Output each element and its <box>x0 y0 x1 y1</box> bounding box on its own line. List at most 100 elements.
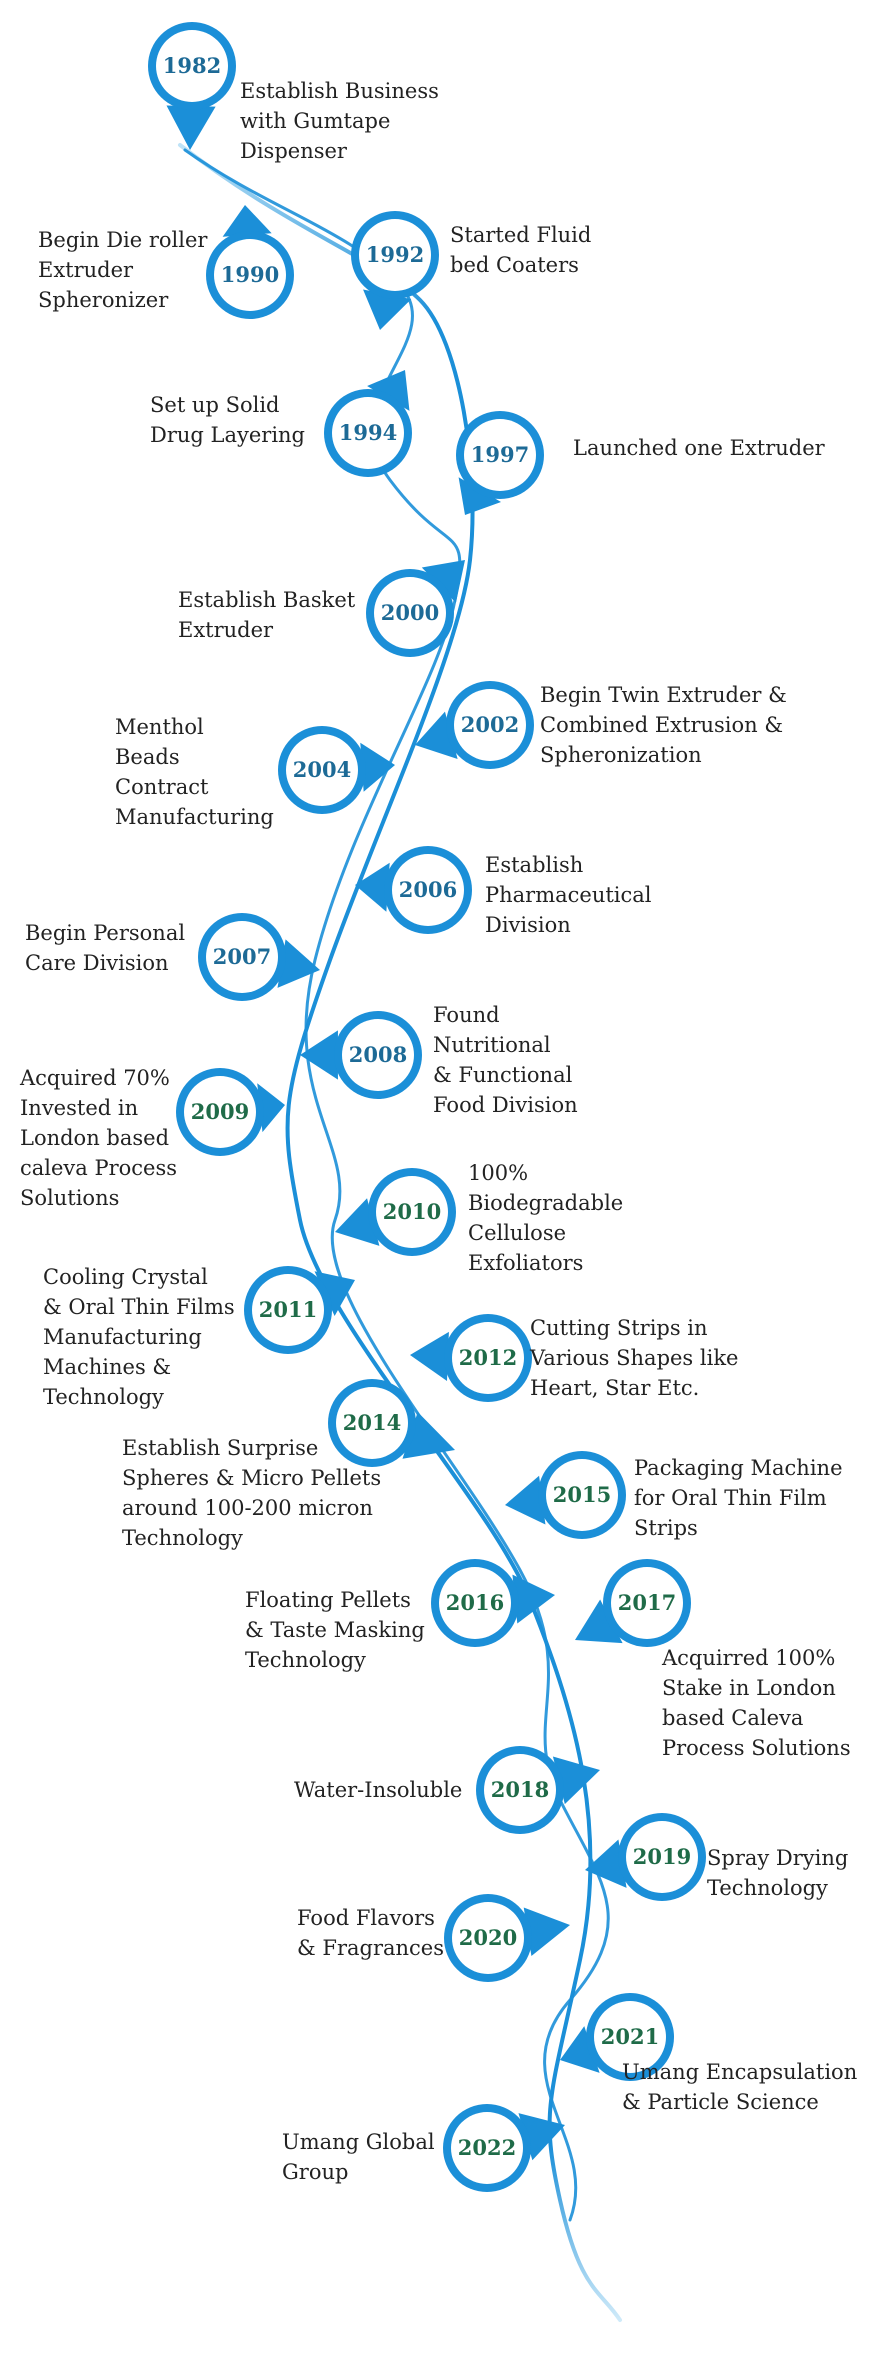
marker-tail <box>523 1907 570 1956</box>
year-marker-1997: 1997 <box>456 411 544 515</box>
milestone-text-2006: Establish Pharmaceutical Division <box>485 853 652 937</box>
year-label: 1982 <box>163 53 221 78</box>
marker-tail <box>585 1839 627 1888</box>
milestone-text-2021: Umang Encapsulation & Particle Science <box>622 2060 858 2114</box>
marker-face <box>374 577 446 649</box>
year-label: 2017 <box>618 1590 676 1615</box>
marker-tail <box>552 1756 600 1805</box>
marker-face <box>464 419 536 491</box>
milestone-text-1990: Begin Die roller Extruder Spheronizer <box>38 228 208 312</box>
milestone-text-2020: Food Flavors & Fragrances <box>297 1906 444 1960</box>
marker-face <box>376 1176 448 1248</box>
marker-tail <box>300 1030 338 1080</box>
marker-tail <box>410 1331 449 1382</box>
year-marker-2020: 2020 <box>444 1894 570 1982</box>
year-label: 2011 <box>259 1297 317 1322</box>
marker-tail <box>277 939 320 988</box>
marker-face <box>484 1754 556 1826</box>
marker-tail <box>367 370 410 411</box>
year-marker-2017: 2017 <box>575 1559 691 1647</box>
year-marker-1994: 1994 <box>324 370 412 477</box>
marker-tail <box>421 560 465 603</box>
marker-tail <box>505 1475 546 1525</box>
year-marker-2011: 2011 <box>244 1266 355 1354</box>
year-marker-2022: 2022 <box>443 2104 565 2192</box>
year-label: 1994 <box>339 420 397 445</box>
year-marker-1982: 1982 <box>148 22 236 150</box>
year-label: 2012 <box>459 1345 517 1370</box>
milestone-text-2011: Cooling Crystal & Oral Thin Films Manufa… <box>43 1265 235 1409</box>
year-label: 2004 <box>293 757 351 782</box>
milestone-text-2022: Umang Global Group <box>282 2130 435 2184</box>
year-label: 2007 <box>213 944 271 969</box>
year-marker-1992: 1992 <box>351 211 439 330</box>
year-label: 2008 <box>349 1042 407 1067</box>
year-label: 2015 <box>553 1482 611 1507</box>
milestone-text-2016: Floating Pellets & Taste Masking Technol… <box>245 1588 425 1672</box>
milestone-text-2019: Spray Drying Technology <box>707 1846 849 1900</box>
marker-face <box>452 1322 524 1394</box>
year-label: 2019 <box>633 1844 691 1869</box>
marker-face <box>392 854 464 926</box>
marker-tail <box>575 1599 623 1644</box>
milestone-text-1982: Establish Business with Gumtape Dispense… <box>240 79 439 163</box>
marker-face <box>252 1274 324 1346</box>
year-label: 2009 <box>191 1099 249 1124</box>
year-marker-2008: 2008 <box>300 1011 422 1099</box>
marker-face <box>342 1019 414 1091</box>
year-label: 1997 <box>471 442 529 467</box>
marker-face <box>332 397 404 469</box>
year-label: 2016 <box>446 1590 504 1615</box>
year-label: 1992 <box>366 242 424 267</box>
marker-face <box>184 1076 256 1148</box>
marker-face <box>156 30 228 102</box>
marker-face <box>546 1459 618 1531</box>
year-marker-2021: 2021 <box>560 1993 674 2081</box>
marker-tail <box>458 477 502 515</box>
milestone-text-2009: Acquired 70% Invested in London based ca… <box>20 1066 178 1210</box>
marker-face <box>594 2001 666 2073</box>
marker-tail <box>222 205 272 237</box>
year-marker-2015: 2015 <box>505 1451 626 1539</box>
marker-tail <box>360 742 395 792</box>
milestone-text-2000: Establish Basket Extruder <box>178 588 356 642</box>
milestone-text-2017: Acquirred 100% Stake in London based Cal… <box>662 1646 851 1760</box>
milestone-text-2008: Found Nutritional & Functional Food Divi… <box>433 1003 578 1117</box>
year-marker-2012: 2012 <box>410 1314 532 1402</box>
year-marker-2014: 2014 <box>328 1379 455 1467</box>
year-label: 1990 <box>221 262 279 287</box>
marker-face <box>452 1902 524 1974</box>
milestone-text-1997: Launched one Extruder <box>573 436 825 460</box>
year-marker-2016: 2016 <box>431 1559 555 1647</box>
marker-face <box>439 1567 511 1639</box>
milestone-text-2018: Water-Insoluble <box>294 1778 463 1802</box>
marker-tail <box>363 289 412 330</box>
marker-tail <box>355 862 390 912</box>
milestone-text-2014: Establish Surprise Spheres & Micro Pelle… <box>122 1436 382 1550</box>
year-label: 2000 <box>381 600 439 625</box>
marker-face <box>206 921 278 993</box>
year-label: 2014 <box>343 1410 401 1435</box>
marker-face <box>626 1821 698 1893</box>
year-marker-2004: 2004 <box>278 726 395 814</box>
marker-tail <box>512 1574 555 1624</box>
marker-tail <box>166 105 216 150</box>
year-label: 2022 <box>458 2135 516 2160</box>
marker-face <box>451 2112 523 2184</box>
marker-face <box>454 689 526 761</box>
year-marker-2019: 2019 <box>585 1813 706 1901</box>
marker-face <box>214 239 286 311</box>
marker-tail <box>257 1083 285 1133</box>
milestone-text-2007: Begin Personal Care Division <box>25 921 186 975</box>
year-marker-2010: 2010 <box>335 1168 456 1256</box>
year-label: 2018 <box>491 1777 549 1802</box>
year-marker-2000: 2000 <box>366 560 465 657</box>
marker-tail <box>314 1271 355 1317</box>
marker-tail <box>560 2026 600 2073</box>
milestone-text-2015: Packaging Machine for Oral Thin Film Str… <box>634 1456 843 1540</box>
year-label: 2006 <box>399 877 457 902</box>
milestone-text-2012: Cutting Strips in Various Shapes like He… <box>530 1316 739 1400</box>
year-marker-2009: 2009 <box>176 1068 285 1156</box>
milestone-text-2010: 100% Biodegradable Cellulose Exfoliators <box>468 1161 624 1275</box>
